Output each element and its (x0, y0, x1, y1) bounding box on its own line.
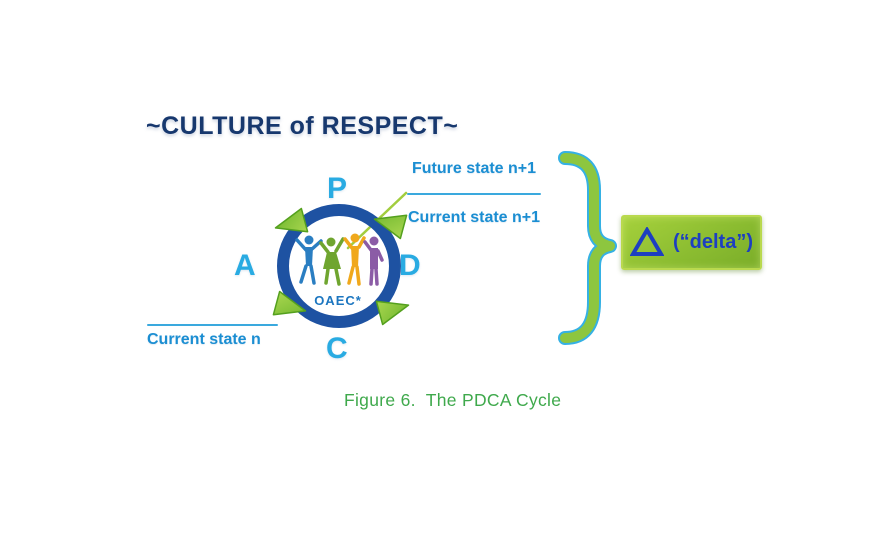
delta-callout-box: (“delta”) (621, 215, 762, 270)
delta-label: (“delta”) (673, 231, 753, 253)
figure-caption: Figure 6. The PDCA Cycle (344, 390, 562, 410)
dancing-people-icon (295, 233, 384, 286)
delta-icon (630, 227, 664, 256)
cycle-arrow-bottom-right-icon (375, 300, 410, 326)
curly-brace-icon (558, 151, 617, 345)
cycle-letter-check: C (326, 332, 348, 365)
future-state-label: Future state n+1 (412, 160, 537, 177)
current-state-line (147, 324, 278, 326)
cycle-arrow-top-right-icon (373, 214, 408, 240)
cycle-letter-do: D (399, 249, 421, 282)
page-title: ~CULTURE of RESPECT~ (146, 112, 459, 140)
cycle-arrow-top-left-icon (274, 207, 309, 233)
cycle-arrow-bottom-left-icon (272, 290, 307, 316)
cycle-letter-plan: P (327, 172, 348, 205)
pdca-ring (277, 204, 401, 328)
cycle-center-label: OAEC* (314, 293, 362, 308)
current-state-next-label: Current state n+1 (408, 209, 541, 226)
cycle-letter-act: A (234, 249, 256, 282)
current-state-label: Current state n (147, 331, 261, 348)
future-state-divider-line (407, 193, 541, 195)
